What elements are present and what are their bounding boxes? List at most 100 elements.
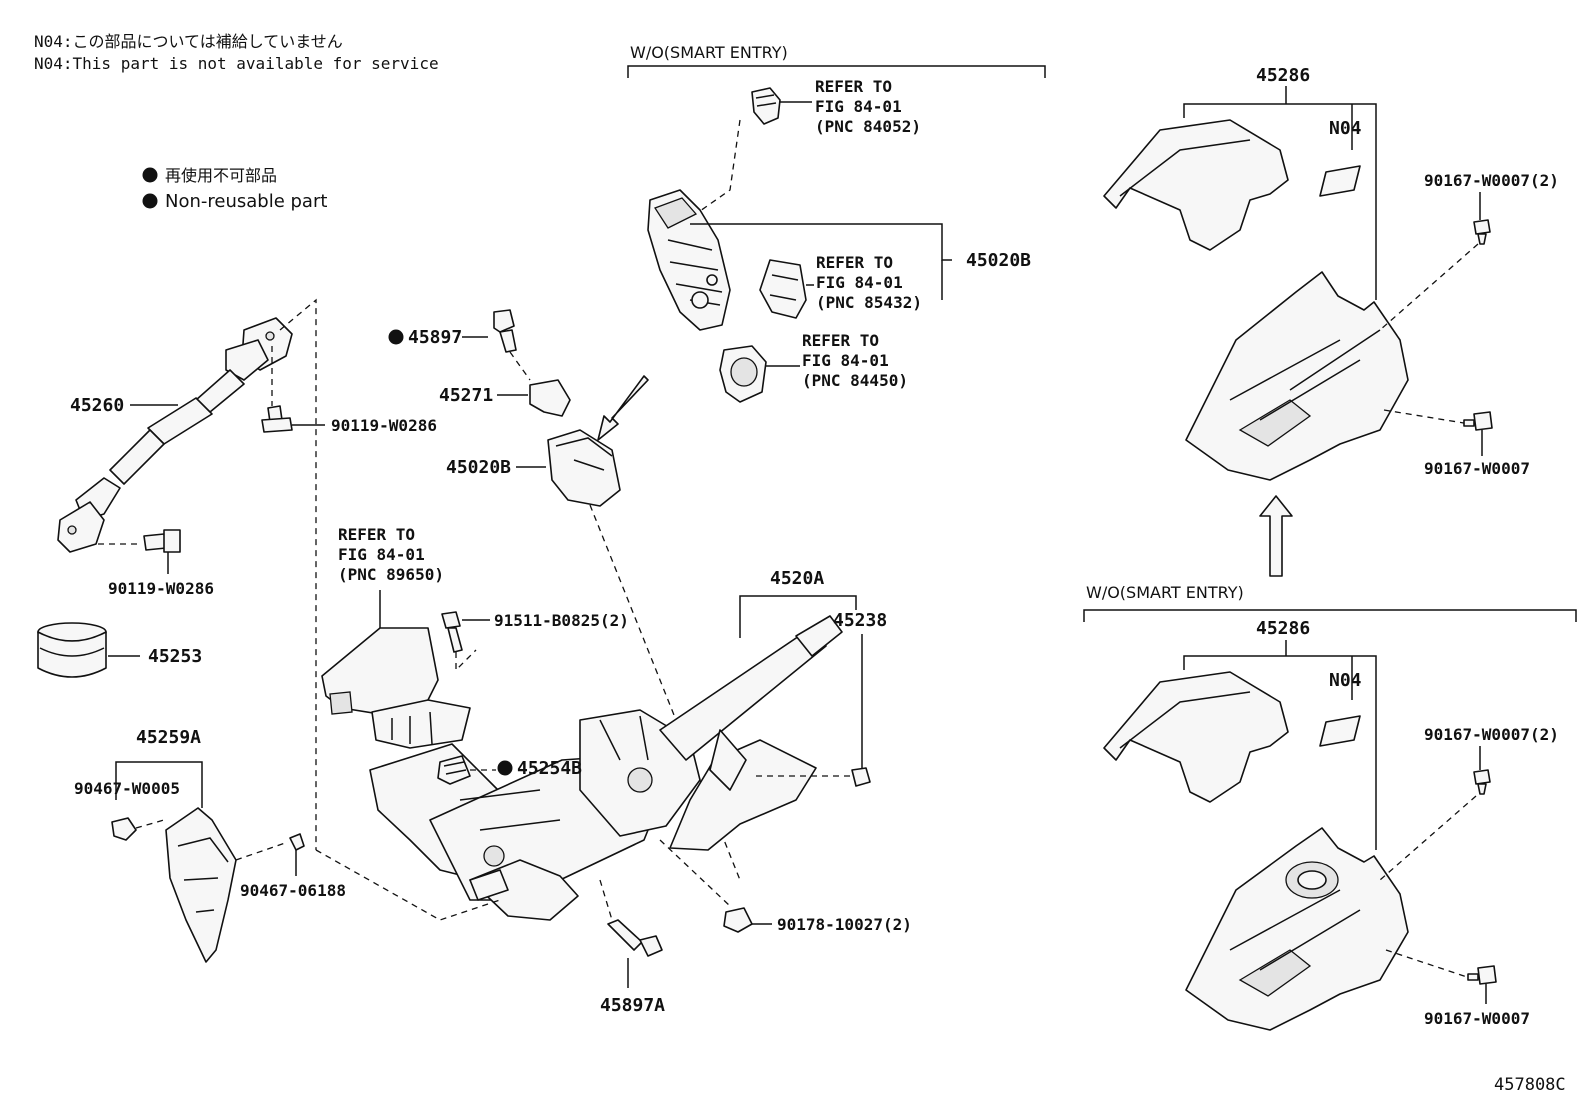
ref-89650-line2: FIG 84-01 <box>338 545 425 564</box>
part-90467-06188: 90467-06188 <box>240 881 346 900</box>
section-label-top: W/O(SMART ENTRY) <box>630 43 788 62</box>
cover-45259A <box>165 807 237 963</box>
part-45897: 45897 <box>408 327 462 348</box>
ref-84052-line3: (PNC 84052) <box>815 117 921 136</box>
ref-84450-line3: (PNC 84450) <box>802 371 908 390</box>
part-45238: 45238 <box>833 610 887 631</box>
switch-85432 <box>759 259 807 319</box>
ref-85432-line3: (PNC 85432) <box>816 293 922 312</box>
steering-column-4520A <box>369 615 843 921</box>
part-90167-w0007-top: 90167-W0007 <box>1424 459 1530 478</box>
ref-84052-line2: FIG 84-01 <box>815 97 902 116</box>
dashed-leader <box>279 298 317 850</box>
dashed-leader <box>135 819 165 829</box>
note-n04-jp: N04:この部品については補給していません <box>34 32 343 51</box>
screw-90167-bot-a <box>1473 769 1491 795</box>
ref-85432-line1: REFER TO <box>816 253 893 272</box>
part-90167-w0007-bot: 90167-W0007 <box>1424 1009 1530 1028</box>
upper-cover-45286-top <box>1103 119 1289 251</box>
part-90119-a: 90119-W0286 <box>331 416 437 435</box>
part-45286-top: 45286 <box>1256 65 1310 86</box>
part-90119-b: 90119-W0286 <box>108 579 214 598</box>
non-reusable-dot-icon <box>497 760 513 776</box>
part-4520A: 4520A <box>770 568 824 589</box>
clip-90467-06188 <box>289 833 305 851</box>
upper-cover-45286-bot <box>1103 671 1289 803</box>
grommet-45253 <box>37 622 107 678</box>
n04-bot: N04 <box>1329 670 1362 691</box>
bolt-45897A <box>607 919 663 957</box>
bracket-45286-bot <box>1183 640 1377 850</box>
part-45020B: 45020B <box>446 457 511 478</box>
lower-cover-45286-top <box>1185 271 1409 481</box>
bolt-45897 <box>493 309 517 353</box>
non-reusable-dot-icon <box>142 193 158 209</box>
non-reusable-dot-icon <box>142 167 158 183</box>
dashed-leader <box>1385 949 1477 981</box>
dashed-leader <box>1383 409 1471 425</box>
nut-90178 <box>723 907 753 933</box>
ref-84450-line1: REFER TO <box>802 331 879 350</box>
intermediate-shaft-45260 <box>57 317 293 553</box>
part-91511-b0825: 91511-B0825(2) <box>494 611 629 630</box>
legend-en: Non-reusable part <box>165 191 327 212</box>
part-45286-bot: 45286 <box>1256 618 1310 639</box>
n04-top: N04 <box>1329 118 1362 139</box>
part-90167-w0007-2-bot: 90167-W0007(2) <box>1424 725 1559 744</box>
dashed-leader <box>315 849 501 921</box>
part-45020B-top: 45020B <box>966 250 1031 271</box>
connector-84052 <box>751 87 781 125</box>
part-90167-w0007-2-top: 90167-W0007(2) <box>1424 171 1559 190</box>
dashed-leader <box>509 351 531 381</box>
screw-90167-bot-b <box>1467 965 1497 985</box>
tilt-motor-89650 <box>321 627 471 749</box>
ref-84052-line1: REFER TO <box>815 77 892 96</box>
section-label-right: W/O(SMART ENTRY) <box>1086 583 1244 602</box>
leader-45020B-top <box>690 223 952 261</box>
part-45254B: 45254B <box>517 758 582 779</box>
dashed-leader <box>1379 795 1477 881</box>
part-45259A: 45259A <box>136 727 201 748</box>
dashed-leader <box>1379 243 1479 331</box>
dashed-leader <box>235 841 289 861</box>
dashed-leader <box>689 119 741 219</box>
screw-90167-top-b <box>1463 411 1493 431</box>
note-n04-en: N04:This part is not available for servi… <box>34 54 439 73</box>
bracket-4520A <box>739 595 857 638</box>
bracket-45286-top <box>1183 86 1377 300</box>
figure-id: 457808C <box>1494 1075 1566 1095</box>
legend-jp: 再使用不可部品 <box>165 166 277 185</box>
lock-bracket-45020B <box>547 429 621 507</box>
section-bracket-right <box>1083 609 1577 622</box>
bracket-45259A <box>115 761 203 808</box>
collar-45271 <box>529 379 571 417</box>
part-90178-10027: 90178-10027(2) <box>777 915 912 934</box>
dashed-leader <box>599 879 613 921</box>
ref-85432-line2: FIG 84-01 <box>816 273 903 292</box>
coil-84450 <box>719 345 767 403</box>
up-arrow-icon <box>1259 495 1293 577</box>
bolt-90119-a <box>261 405 293 433</box>
non-reusable-dot-icon <box>388 329 404 345</box>
label-n04-top <box>1319 165 1361 197</box>
spline-45254B <box>437 755 471 785</box>
ref-89650-line1: REFER TO <box>338 525 415 544</box>
part-45260: 45260 <box>70 395 124 416</box>
part-90467-w0005: 90467-W0005 <box>74 779 180 798</box>
clip-45238 <box>851 767 871 787</box>
part-45897A: 45897A <box>600 995 665 1016</box>
ref-89650-line3: (PNC 89650) <box>338 565 444 584</box>
clip-90467-w0005 <box>111 817 137 841</box>
screw-90167-top-a <box>1473 219 1491 245</box>
lower-cover-45286-bot <box>1185 827 1409 1031</box>
part-45271: 45271 <box>439 385 493 406</box>
ignition-switch-assembly <box>647 189 731 331</box>
bolt-90119-b <box>143 529 181 553</box>
dashed-leader <box>589 504 741 881</box>
label-n04-bot <box>1319 715 1361 747</box>
bolt-91511 <box>441 611 463 653</box>
section-bracket-top <box>627 65 1046 78</box>
ref-84450-line2: FIG 84-01 <box>802 351 889 370</box>
